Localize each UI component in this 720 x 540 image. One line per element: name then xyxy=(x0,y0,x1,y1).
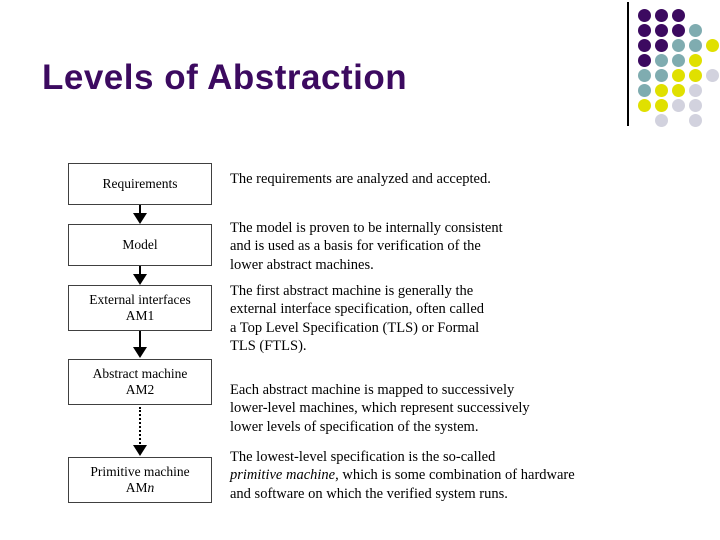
decorative-dot xyxy=(655,69,668,82)
flow-node-label: External interfaces xyxy=(89,291,191,307)
description-amn: The lowest-level specification is the so… xyxy=(230,448,625,503)
decorative-dot xyxy=(672,54,685,67)
decorative-dot xyxy=(689,99,702,112)
flow-node-external-interfaces[interactable]: External interfaces AM1 xyxy=(68,285,212,331)
description-am1: The first abstract machine is generally … xyxy=(230,283,485,355)
decorative-dot xyxy=(672,99,685,112)
decorative-dot xyxy=(655,54,668,67)
decorative-dot xyxy=(689,69,702,82)
decorative-dot xyxy=(706,39,719,52)
decorative-dot xyxy=(638,9,651,22)
flow-node-label: Primitive machine xyxy=(90,463,190,479)
decorative-dot xyxy=(672,84,685,97)
flow-node-requirements[interactable]: Requirements xyxy=(68,163,212,205)
decorative-dot xyxy=(638,39,651,52)
decorative-dot xyxy=(672,24,685,37)
flow-node-sublabel: AM1 xyxy=(125,308,155,323)
decorative-dot xyxy=(672,69,685,82)
description-requirements: The requirements are analyzed and accept… xyxy=(230,171,491,187)
decorative-dot xyxy=(655,39,668,52)
decorative-dot xyxy=(638,99,651,112)
decorative-dot xyxy=(655,9,668,22)
arrowhead-to-am1 xyxy=(133,274,147,285)
description-am2: Each abstract machine is mapped to succe… xyxy=(230,382,530,435)
decorative-dot xyxy=(689,24,702,37)
decorative-dot-grid xyxy=(638,9,720,127)
flow-node-sublabel: AMn xyxy=(125,480,155,495)
flow-node-label: Abstract machine xyxy=(92,365,188,381)
flow-node-primitive-machine[interactable]: Primitive machine AMn xyxy=(68,457,212,503)
decorative-dot xyxy=(689,114,702,127)
description-amn-suffix: , which is some combination of hardware … xyxy=(230,467,575,502)
flow-node-label: Model xyxy=(122,236,158,252)
decorative-dot xyxy=(638,54,651,67)
arrowhead-to-am2 xyxy=(133,347,147,358)
decorative-dot xyxy=(638,24,651,37)
decorative-dot xyxy=(638,84,651,97)
description-amn-prefix: The lowest-level specification is the so… xyxy=(230,449,496,465)
decorative-dot xyxy=(638,69,651,82)
connector-ellipsis-am2-to-amn xyxy=(139,407,141,451)
flow-node-sublabel: AM2 xyxy=(125,382,155,397)
decorative-dot xyxy=(655,24,668,37)
flow-node-model[interactable]: Model xyxy=(68,224,212,266)
description-amn-emphasis: primitive machine xyxy=(230,467,336,484)
flow-node-abstract-machine[interactable]: Abstract machine AM2 xyxy=(68,359,212,405)
vertical-divider-rule xyxy=(627,2,629,126)
connector-am1-to-am2 xyxy=(139,331,141,356)
arrowhead-to-model xyxy=(133,213,147,224)
decorative-dot xyxy=(655,114,668,127)
decorative-dot xyxy=(706,69,719,82)
flow-node-label: Requirements xyxy=(102,175,178,191)
decorative-dot xyxy=(672,39,685,52)
decorative-dot xyxy=(655,84,668,97)
description-model: The model is proven to be internally con… xyxy=(230,220,503,273)
decorative-dot xyxy=(689,84,702,97)
decorative-dot xyxy=(672,9,685,22)
decorative-dot xyxy=(689,54,702,67)
arrowhead-to-amn xyxy=(133,445,147,456)
page-title: Levels of Abstraction xyxy=(42,58,408,97)
decorative-dot xyxy=(689,39,702,52)
decorative-dot xyxy=(655,99,668,112)
